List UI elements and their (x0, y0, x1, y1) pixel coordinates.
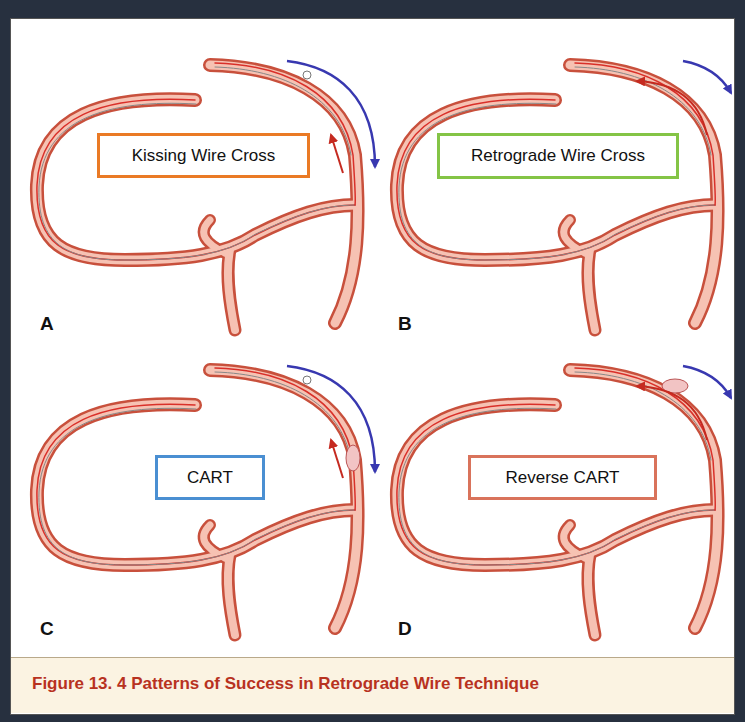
box-label: CART (187, 468, 233, 488)
box-label: Retrograde Wire Cross (471, 146, 645, 166)
panel-letter: C (40, 618, 54, 640)
technique-box: Kissing Wire Cross (97, 133, 310, 178)
panel-letter: D (398, 618, 412, 640)
technique-box: Reverse CART (468, 455, 657, 500)
panel-c (37, 366, 375, 635)
panel-letter: A (40, 313, 54, 335)
technique-box: CART (155, 455, 265, 500)
technique-box: Retrograde Wire Cross (437, 133, 679, 179)
panel-letter: B (398, 313, 412, 335)
panel-b (397, 61, 731, 330)
box-label: Reverse CART (506, 468, 620, 488)
box-label: Kissing Wire Cross (132, 146, 276, 166)
panel-a (37, 61, 375, 330)
panel-d (397, 366, 731, 635)
figure-caption: Figure 13. 4 Patterns of Success in Retr… (32, 674, 539, 694)
figure-sheet (10, 18, 735, 715)
